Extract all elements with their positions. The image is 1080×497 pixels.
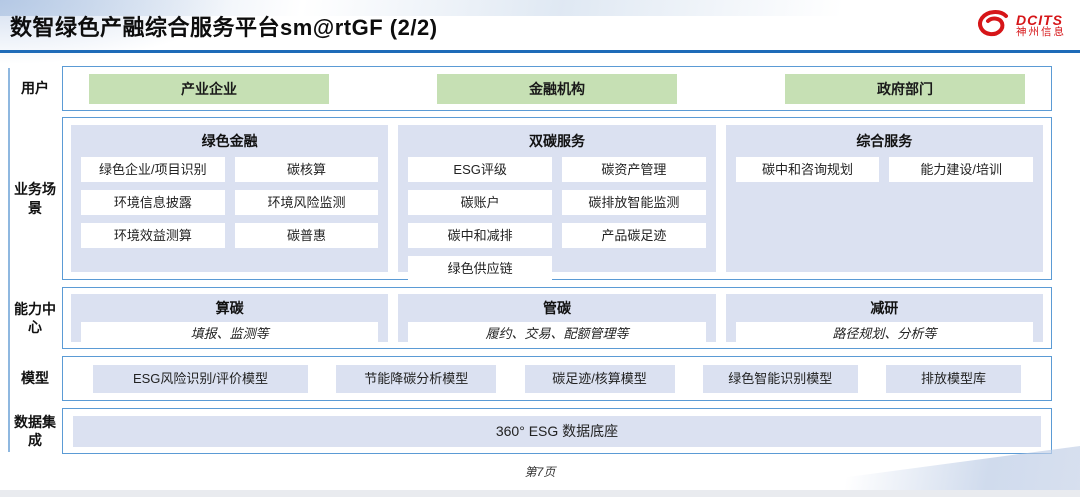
- data-integration-row: 数据集成 360° ESG 数据底座: [8, 408, 1072, 454]
- user-type-box: 金融机构: [437, 73, 677, 104]
- page-number: 第7页: [524, 465, 556, 479]
- data-integration-row-label: 数据集成: [14, 413, 56, 448]
- scenario-item: 能力建设/培训: [889, 157, 1033, 182]
- bottom-strip-decoration: [0, 490, 1080, 497]
- models-row-label: 模型: [21, 370, 49, 387]
- dcits-swirl-icon: [975, 9, 1011, 42]
- models-row: 模型 ESG风险识别/评价模型 节能降碳分析模型 碳足迹/核算模型 绿色智能识别…: [8, 356, 1072, 401]
- capability-description: 履约、交易、配额管理等: [408, 322, 706, 346]
- user-type-box: 政府部门: [785, 73, 1025, 104]
- model-item: 节能降碳分析模型: [336, 364, 497, 393]
- model-item: 排放模型库: [886, 364, 1021, 393]
- model-item: 碳足迹/核算模型: [524, 364, 675, 393]
- data-foundation-box: 360° ESG 数据底座: [73, 416, 1041, 447]
- capability-title: 算碳: [215, 300, 244, 316]
- dcits-logo: DCITS 神州信息: [975, 9, 1066, 42]
- scenario-item: 碳普惠: [234, 223, 379, 248]
- users-row-label: 用户: [21, 80, 49, 97]
- scenario-item: 产品碳足迹: [561, 223, 706, 248]
- capability-title: 减研: [870, 300, 899, 316]
- capability-title: 管碳: [542, 300, 571, 316]
- users-row: 用户 产业企业 金融机构 政府部门: [8, 66, 1072, 111]
- scenario-item: 碳中和咨询规划: [735, 157, 880, 182]
- models-row-box: ESG风险识别/评价模型 节能降碳分析模型 碳足迹/核算模型 绿色智能识别模型 …: [62, 356, 1052, 401]
- scenario-item: 碳账户: [408, 190, 552, 215]
- users-row-box: 产业企业 金融机构 政府部门: [62, 66, 1052, 111]
- capabilities-row-box: 算碳 填报、监测等 管碳 履约、交易、配额管理等 减研 路径规划、分析等: [62, 287, 1052, 349]
- architecture-diagram: 用户 产业企业 金融机构 政府部门 业务场景 绿色金融 绿色企业/项目识别 碳核…: [8, 66, 1072, 454]
- scenario-column-comprehensive: 综合服务 碳中和咨询规划 能力建设/培训: [725, 125, 1043, 272]
- scenario-item: 环境信息披露: [81, 190, 225, 215]
- capability-block-calc-carbon: 算碳 填报、监测等: [71, 294, 389, 346]
- model-item: 绿色智能识别模型: [702, 364, 858, 393]
- scenario-item: 绿色企业/项目识别: [81, 157, 225, 182]
- capability-block-manage-carbon: 管碳 履约、交易、配额管理等: [398, 294, 716, 346]
- scenario-item: 环境风险监测: [234, 190, 379, 215]
- logo-company-text: 神州信息: [1016, 26, 1066, 39]
- top-swoosh-decoration: [0, 0, 1080, 16]
- left-guide-line: [8, 68, 10, 452]
- user-type-box: 产业企业: [89, 73, 329, 104]
- scenario-item: 碳资产管理: [561, 157, 706, 182]
- scenarios-row-box: 绿色金融 绿色企业/项目识别 碳核算 环境信息披露 环境风险监测 环境效益测算 …: [62, 117, 1052, 281]
- capability-description: 路径规划、分析等: [735, 322, 1033, 346]
- page-title: 数智绿色产融综合服务平台sm@rtGF (2/2): [10, 15, 438, 40]
- scenarios-row: 业务场景 绿色金融 绿色企业/项目识别 碳核算 环境信息披露 环境风险监测 环境…: [8, 117, 1072, 281]
- scenario-item: 碳核算: [234, 157, 379, 182]
- logo-brand-text: DCITS: [1016, 11, 1063, 28]
- scenario-item: 环境效益测算: [81, 223, 225, 248]
- scenario-column-dual-carbon: 双碳服务 ESG评级 碳资产管理 碳账户 碳排放智能监测 碳中和减排 产品碳足迹…: [398, 125, 716, 281]
- scenario-item: 碳排放智能监测: [561, 190, 706, 215]
- model-item: ESG风险识别/评价模型: [93, 364, 308, 393]
- capability-description: 填报、监测等: [81, 322, 379, 346]
- scenario-item: 绿色供应链: [408, 256, 552, 281]
- scenario-column-title: 双碳服务: [528, 133, 585, 149]
- title-underline: [0, 50, 1080, 53]
- top-left-swoosh-decoration: [0, 0, 250, 70]
- scenario-column-title: 综合服务: [856, 133, 913, 149]
- capability-block-reduction-research: 减研 路径规划、分析等: [725, 294, 1043, 346]
- scenarios-row-label: 业务场景: [14, 181, 56, 216]
- scenario-column-title: 绿色金融: [201, 133, 258, 149]
- data-integration-row-box: 360° ESG 数据底座: [62, 408, 1052, 454]
- capabilities-row: 能力中心 算碳 填报、监测等 管碳 履约、交易、配额管理等 减研 路径规划、分析…: [8, 287, 1072, 349]
- scenario-item: 碳中和减排: [408, 223, 552, 248]
- capabilities-row-label: 能力中心: [14, 300, 56, 335]
- scenario-column-green-finance: 绿色金融 绿色企业/项目识别 碳核算 环境信息披露 环境风险监测 环境效益测算 …: [71, 125, 389, 272]
- scenario-item: ESG评级: [408, 157, 552, 182]
